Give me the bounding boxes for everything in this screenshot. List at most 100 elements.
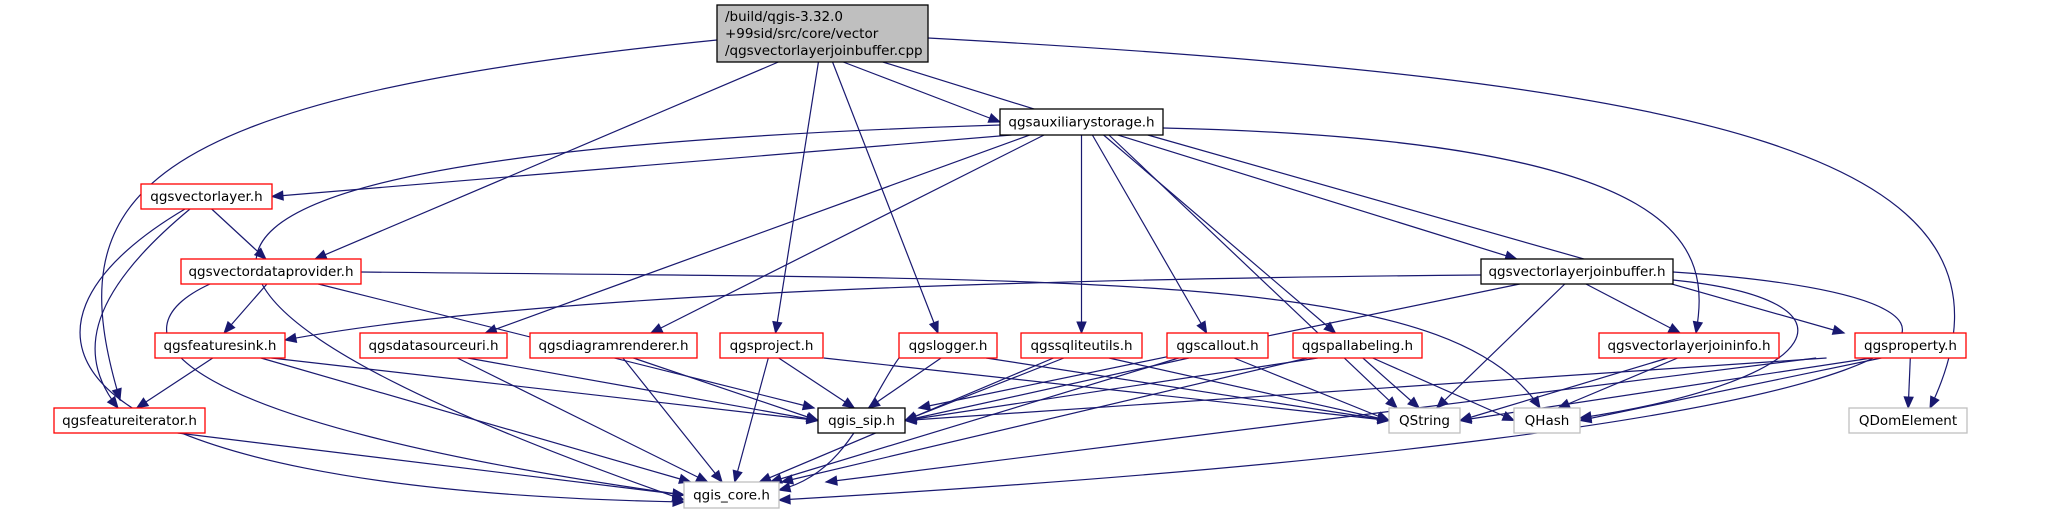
edge-sqliteutils-to-qstring	[1108, 357, 1390, 422]
node-box	[1854, 332, 1967, 359]
edge-auxstorage-to-pallabeling	[1103, 134, 1336, 334]
edge-sqliteutils-to-qgis_core-arrowhead	[758, 472, 773, 483]
node-box	[1480, 258, 1674, 285]
node-box	[1513, 407, 1581, 434]
node-sqliteutils[interactable]: qgssqliteutils.h	[1020, 332, 1143, 359]
edge-property-to-qdomelement-arrowhead	[1903, 396, 1914, 410]
edge-joinbuffer_h-to-qstring	[1436, 283, 1566, 409]
edge-property-to-qgis_sip	[904, 357, 1827, 422]
node-pallabeling[interactable]: qgspallabeling.h	[1292, 332, 1423, 359]
edges-layer	[79, 37, 1956, 508]
edge-featuresink-to-featureiterator-arrowhead	[135, 397, 150, 409]
edge-diagramrenderer-to-qgis_core	[622, 357, 723, 483]
node-vectordataprovider[interactable]: qgsvectordataprovider.h	[180, 258, 362, 285]
node-label: qgsproperty.h	[1864, 338, 1957, 354]
edge-property-to-qgis_core-arrowhead	[824, 475, 838, 486]
node-label: qgsauxiliarystorage.h	[1008, 115, 1154, 131]
edge-root-to-vectordataprovider	[314, 61, 779, 260]
node-qstring[interactable]: QString	[1388, 407, 1461, 434]
edge-auxstorage-to-sqliteutils-arrowhead	[1076, 321, 1087, 335]
edge-project-to-qgis_sip	[778, 357, 855, 409]
edge-vectordataprovider-to-qgis_sip-arrowhead	[801, 400, 816, 411]
edge-logger-to-qstring	[986, 357, 1390, 422]
edge-featureiterator-to-qgis_core-arrowhead	[671, 488, 686, 499]
edge-vectordataprovider-to-featuresink-arrowhead	[223, 320, 236, 334]
node-label: qgslogger.h	[909, 338, 988, 354]
node-qgis_core[interactable]: qgis_core.h	[683, 481, 780, 509]
node-label: qgspallabeling.h	[1302, 338, 1413, 354]
edge-vectordataprovider-to-qgis_core	[166, 283, 685, 496]
edge-property-to-qhash	[1579, 357, 1882, 422]
edge-pallabeling-to-qstring-arrowhead	[1407, 396, 1421, 409]
edge-project-to-qstring	[823, 357, 1390, 422]
node-qdomelement[interactable]: QDomElement	[1848, 407, 1968, 434]
edge-property-to-qgis_core	[825, 357, 1817, 483]
edge-root-to-qdomelement	[927, 37, 1956, 409]
node-box	[1292, 332, 1423, 359]
node-qgis_sip[interactable]: qgis_sip.h	[817, 407, 906, 434]
node-box	[359, 332, 508, 359]
node-label: qgsfeaturesink.h	[164, 338, 277, 354]
edge-auxstorage-to-qstring-arrowhead	[1385, 396, 1399, 409]
edge-auxstorage-to-qgis_core	[255, 124, 1001, 501]
node-project[interactable]: qgsproject.h	[719, 332, 824, 359]
edge-datasourceuri-to-qgis_core	[457, 357, 708, 483]
edge-auxstorage-to-diagramrenderer	[650, 134, 1045, 334]
edge-root-to-auxstorage-arrowhead	[987, 112, 1002, 123]
node-box	[898, 332, 998, 359]
node-featuresink[interactable]: qgsfeaturesink.h	[154, 332, 286, 359]
node-root[interactable]: /build/qgis-3.32.0+99sid/src/core/vector…	[716, 4, 929, 63]
edge-auxstorage-to-vectorlayer-arrowhead	[270, 190, 284, 201]
edge-root-to-joinbuffer_h	[882, 61, 1517, 260]
node-datasourceuri[interactable]: qgsdatasourceuri.h	[359, 332, 508, 359]
node-auxstorage[interactable]: qgsauxiliarystorage.h	[999, 108, 1164, 136]
edge-joinbuffer_h-to-qgis_sip-arrowhead	[917, 400, 932, 411]
nodes-layer: /build/qgis-3.32.0+99sid/src/core/vector…	[53, 4, 1968, 509]
node-label: QDomElement	[1859, 413, 1957, 429]
edge-logger-to-qgis_core-arrowhead	[777, 482, 792, 493]
edge-vectordataprovider-to-qhash	[360, 271, 1541, 409]
edge-root-to-featureiterator-arrowhead	[111, 387, 122, 402]
node-vectorlayer[interactable]: qgsvectorlayer.h	[140, 183, 273, 210]
edge-joinbuffer_h-to-featuresink	[284, 274, 1482, 341]
node-box	[817, 407, 906, 434]
edge-pallabeling-to-qgis_sip	[904, 357, 1318, 422]
edge-vectorlayer-to-vectordataprovider	[211, 208, 267, 260]
node-box	[154, 332, 286, 359]
edge-root-to-vectordataprovider-arrowhead	[313, 249, 328, 260]
node-diagramrenderer[interactable]: qgsdiagramrenderer.h	[529, 332, 698, 359]
node-callout[interactable]: qgscallout.h	[1166, 332, 1269, 359]
node-box	[683, 481, 780, 509]
node-label: qgsdatasourceuri.h	[368, 338, 498, 354]
node-qhash[interactable]: QHash	[1513, 407, 1581, 434]
edge-auxstorage-to-pallabeling-arrowhead	[1323, 321, 1337, 334]
edge-root-to-qdomelement-arrowhead	[1929, 395, 1940, 410]
node-joinbuffer_h[interactable]: qgsvectorlayerjoinbuffer.h	[1480, 258, 1674, 285]
node-box	[1598, 332, 1780, 359]
edge-callout-to-qgis_core	[770, 357, 1179, 483]
edge-project-to-qgis_sip-arrowhead	[841, 397, 856, 409]
node-label: qgsvectorlayerjoininfo.h	[1607, 338, 1770, 354]
edge-joinbuffer_h-to-featuresink-arrowhead	[283, 332, 298, 344]
edge-pallabeling-to-qgis_core	[781, 357, 1308, 483]
node-box	[140, 183, 273, 210]
node-logger[interactable]: qgslogger.h	[898, 332, 998, 359]
edge-project-to-qgis_core-arrowhead	[732, 469, 743, 484]
node-joininfo[interactable]: qgsvectorlayerjoininfo.h	[1598, 332, 1780, 359]
edge-root-to-project	[774, 61, 820, 334]
edge-joinbuffer_h-to-joininfo-arrowhead	[1667, 323, 1682, 334]
edge-joinbuffer_h-to-qhash	[1579, 279, 1799, 419]
edge-pallabeling-to-qgis_core-arrowhead	[780, 474, 794, 485]
node-box	[719, 332, 824, 359]
edge-vectorlayer-to-featureiterator	[94, 208, 191, 409]
node-featureiterator[interactable]: qgsfeatureiterator.h	[53, 407, 206, 434]
edge-callout-to-qgis_sip	[904, 357, 1190, 422]
node-property[interactable]: qgsproperty.h	[1854, 332, 1967, 359]
node-box	[999, 108, 1164, 136]
edge-vectorlayer-to-qgis_core	[79, 208, 685, 503]
edge-vectorlayer-to-qgis_core-arrowhead	[672, 496, 686, 508]
node-label: qgsproject.h	[730, 338, 814, 354]
edge-auxstorage-to-property-arrowhead	[1831, 324, 1846, 335]
edge-featuresink-to-featureiterator	[136, 357, 214, 409]
